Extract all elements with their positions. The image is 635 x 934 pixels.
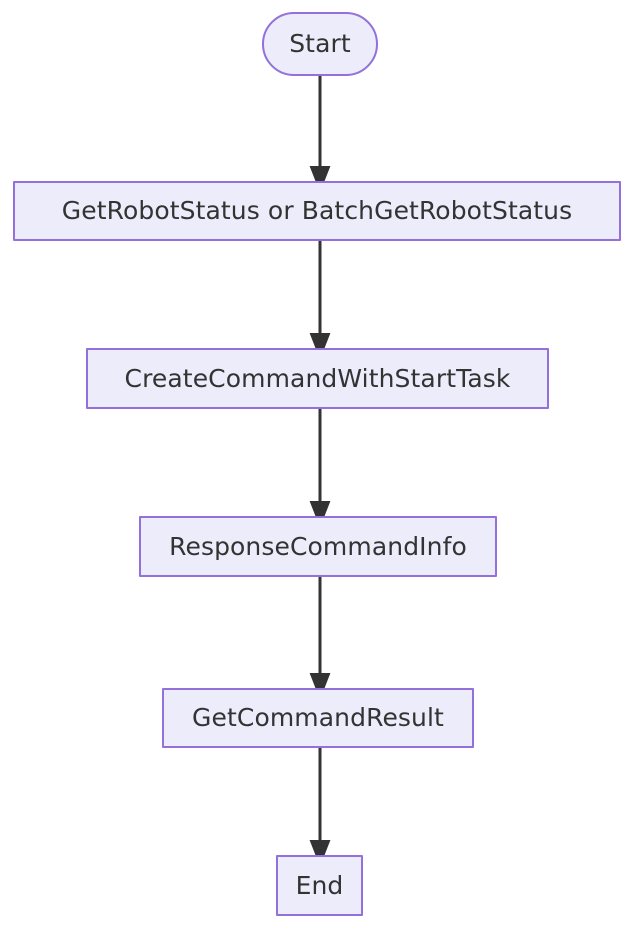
node-get-command-result[interactable]: GetCommandResult — [162, 688, 474, 748]
node-create-command-with-start-task-label: CreateCommandWithStartTask — [124, 363, 511, 393]
node-end[interactable]: End — [276, 855, 363, 916]
node-response-command-info-label: ResponseCommandInfo — [169, 531, 467, 561]
node-get-robot-status[interactable]: GetRobotStatus or BatchGetRobotStatus — [13, 181, 621, 241]
node-start-label: Start — [289, 29, 351, 59]
node-end-label: End — [295, 870, 344, 900]
node-response-command-info[interactable]: ResponseCommandInfo — [139, 516, 497, 577]
node-get-command-result-label: GetCommandResult — [192, 703, 444, 733]
node-start[interactable]: Start — [262, 12, 378, 76]
node-get-robot-status-label: GetRobotStatus or BatchGetRobotStatus — [61, 196, 573, 226]
node-create-command-with-start-task[interactable]: CreateCommandWithStartTask — [86, 348, 549, 409]
